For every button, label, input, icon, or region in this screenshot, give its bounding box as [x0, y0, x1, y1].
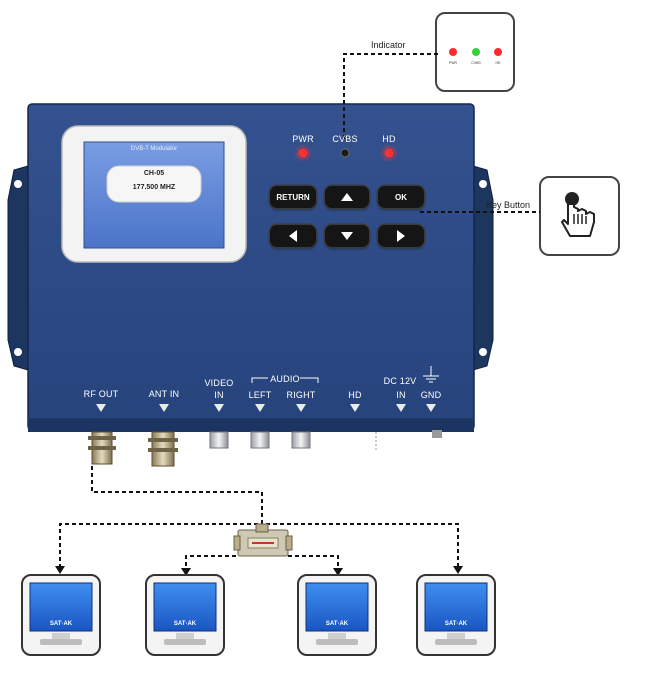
- lcd-header: DVB-T Modulator: [130, 146, 178, 152]
- led-green-icon: [472, 48, 480, 56]
- svg-text:CVBS: CVBS: [471, 61, 481, 65]
- audio-right-port: [291, 431, 311, 449]
- return-button[interactable]: RETURN: [270, 186, 316, 208]
- dc-in-arrow-icon: [396, 404, 406, 412]
- rf-out-port: [88, 431, 116, 465]
- dc-label: DC 12V: [383, 376, 417, 386]
- lcd-frequency: 177.500 MHZ: [132, 184, 176, 191]
- ok-button[interactable]: OK: [378, 186, 424, 208]
- mounting-ear-left: [7, 165, 29, 371]
- mounting-ear-right: [472, 165, 494, 371]
- ant-in-port: [148, 431, 178, 467]
- audio-left-arrow-icon: [255, 404, 265, 412]
- dc-in-port: [432, 430, 442, 438]
- pointing-hand-icon: [561, 192, 595, 237]
- cvbs-led-icon: [340, 148, 350, 158]
- rf-out-label: RF OUT: [83, 389, 119, 399]
- gnd-label: GND: [420, 390, 442, 400]
- video-in-arrow-icon: [214, 404, 224, 412]
- hd-port-label: HD: [348, 390, 362, 400]
- pwr-label: PWR: [292, 134, 314, 144]
- indicator-callout: PWR CVBS HD: [435, 12, 515, 92]
- arrow-down-icon: [341, 232, 353, 240]
- tv-screen-label: SAT·AK: [173, 621, 197, 627]
- arrow-up-icon: [341, 193, 353, 201]
- lcd-screen: [83, 141, 225, 249]
- hd-indicator-label: HD: [382, 134, 396, 144]
- arrow-left-icon: [289, 230, 297, 242]
- dc-in-label: IN: [396, 390, 406, 400]
- video-in-port: [209, 431, 229, 449]
- video-label: VIDEO: [204, 378, 234, 388]
- video-in-label: IN: [214, 390, 224, 400]
- tv-screen-label: SAT·AK: [325, 621, 349, 627]
- ant-in-label: ANT IN: [148, 389, 180, 399]
- hd-arrow-icon: [350, 404, 360, 412]
- svg-text:HD: HD: [495, 61, 501, 65]
- key-button-callout-label: Key Button: [486, 200, 531, 210]
- hd-led-icon: [384, 148, 394, 158]
- led-red-icon: [449, 48, 457, 56]
- rf-out-arrow-icon: [96, 404, 106, 412]
- tv-screen-label: SAT·AK: [444, 621, 468, 627]
- audio-left-port: [250, 431, 270, 449]
- distribution-cables: [59, 466, 459, 572]
- pwr-led-icon: [298, 148, 308, 158]
- splitter-icon: [233, 523, 293, 557]
- audio-right-label: RIGHT: [286, 390, 316, 400]
- audio-bracket: [251, 377, 319, 383]
- svg-text:PWR: PWR: [449, 61, 458, 65]
- gnd-arrow-icon: [426, 404, 436, 412]
- tv-monitor-icon: [416, 574, 496, 656]
- audio-left-label: LEFT: [248, 390, 272, 400]
- tv-monitor-icon: [21, 574, 101, 656]
- right-button[interactable]: [378, 225, 424, 247]
- indicator-leader: [343, 53, 438, 140]
- audio-right-arrow-icon: [296, 404, 306, 412]
- indicator-callout-label: Indicator: [371, 40, 406, 50]
- tv-monitor-icon: [145, 574, 225, 656]
- arrow-right-icon: [397, 230, 405, 242]
- cvbs-label: CVBS: [332, 134, 358, 144]
- audio-label: AUDIO: [270, 374, 300, 384]
- ground-symbol-icon: [423, 366, 439, 383]
- key-button-callout: [539, 176, 620, 256]
- tv-monitor-icon: [297, 574, 377, 656]
- ant-in-arrow-icon: [159, 404, 169, 412]
- up-button[interactable]: [325, 186, 369, 208]
- left-button[interactable]: [270, 225, 316, 247]
- lcd-channel: CH-05: [143, 170, 165, 177]
- down-button[interactable]: [325, 225, 369, 247]
- led-red-icon: [494, 48, 502, 56]
- tv-screen-label: SAT·AK: [49, 621, 73, 627]
